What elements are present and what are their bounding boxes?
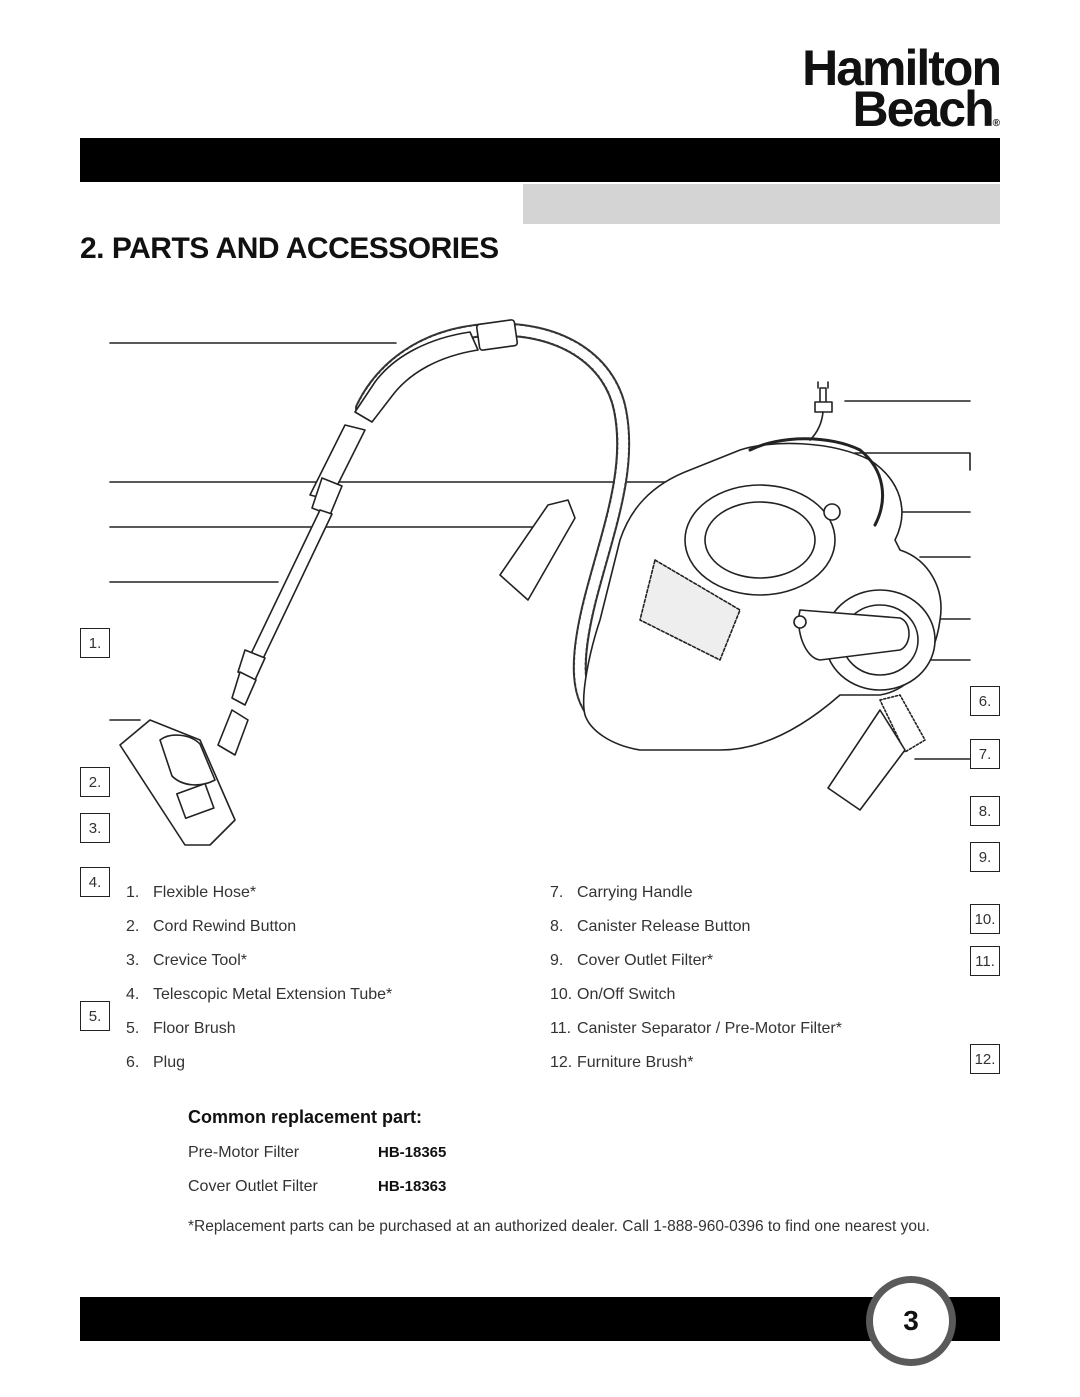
part-name: Pre-Motor Filter [188, 1144, 300, 1161]
header-bar [80, 138, 1000, 182]
item-number: 3. [126, 952, 140, 969]
footnote: *Replacement parts can be purchased at a… [188, 1218, 930, 1235]
hose-handle [354, 331, 479, 423]
page-number-badge: 3 [866, 1276, 956, 1366]
footer-bar [80, 1297, 1000, 1341]
item-number: 8. [550, 918, 564, 935]
part-code: HB-18365 [378, 1144, 447, 1161]
leader-line-7 [854, 452, 971, 471]
page-number: 3 [873, 1283, 949, 1359]
replacement-table: Pre-Motor Filter HB-18365 Cover Outlet F… [188, 1144, 446, 1212]
brush-cover [159, 734, 216, 786]
callout-9: 9. [970, 842, 1000, 872]
callout-10: 10. [970, 904, 1000, 934]
callout-8: 8. [970, 796, 1000, 826]
item-label: Cover Outlet Filter* [577, 952, 714, 969]
carry-handle [748, 437, 885, 527]
plug [814, 387, 833, 413]
callout-2: 2. [80, 767, 110, 797]
brand-line1: Hamilton [802, 40, 1002, 96]
brand-line2: Beach® [802, 84, 1000, 134]
parts-list-left: 1. Flexible Hose* 2. Cord Rewind Button 3.… [126, 884, 392, 1088]
crevice-tool [499, 499, 576, 601]
item-label: Furniture Brush* [577, 1054, 694, 1071]
item-label: On/Off Switch [577, 986, 676, 1003]
registered-mark: ® [992, 118, 1000, 129]
brush-body [119, 719, 236, 846]
part-name: Cover Outlet Filter [188, 1178, 318, 1195]
list-item: 1. Flexible Hose* [126, 884, 392, 918]
item-label: Canister Release Button [577, 918, 751, 935]
parts-list-right: 7. Carrying Handle 8. Canister Release But… [550, 884, 842, 1088]
item-number: 5. [126, 1020, 140, 1037]
callout-6: 6. [970, 686, 1000, 716]
item-number: 12. [550, 1054, 573, 1071]
item-label: Cord Rewind Button [153, 918, 297, 935]
furniture-brush-body [827, 709, 906, 811]
item-number: 10. [550, 986, 573, 1003]
hose-ribs [357, 324, 629, 725]
item-label: Plug [153, 1054, 186, 1071]
callout-4: 4. [80, 867, 110, 897]
item-number: 7. [550, 884, 564, 901]
list-item: 5. Floor Brush [126, 1020, 392, 1054]
callout-3: 3. [80, 813, 110, 843]
list-item: 2. Cord Rewind Button [126, 918, 392, 952]
vacuum-illustration [109, 319, 971, 846]
item-label: Crevice Tool* [153, 952, 247, 969]
brush-pedal [176, 782, 215, 820]
item-number: 11. [550, 1020, 572, 1037]
item-number: 6. [126, 1054, 140, 1071]
callout-12: 12. [970, 1044, 1000, 1074]
item-number: 1. [126, 884, 140, 901]
callout-7: 7. [970, 739, 1000, 769]
table-row: Pre-Motor Filter HB-18365 [188, 1144, 446, 1178]
item-label: Canister Separator / Pre-Motor Filter* [577, 1020, 842, 1037]
item-number: 2. [126, 918, 140, 935]
hose-coupler [475, 319, 519, 351]
list-item: 3. Crevice Tool* [126, 952, 392, 986]
item-label: Flexible Hose* [153, 884, 257, 901]
item-label: Telescopic Metal Extension Tube* [153, 986, 393, 1003]
header-sub-bar [523, 184, 1000, 224]
switch [793, 615, 807, 629]
list-item: 4. Telescopic Metal Extension Tube* [126, 986, 392, 1020]
tube-main [247, 509, 333, 666]
list-item: 8. Canister Release Button [550, 918, 842, 952]
list-item: 10.On/Off Switch [550, 986, 842, 1020]
brand-logo: Hamilton Beach® [802, 40, 1002, 134]
list-item: 6. Plug [126, 1054, 392, 1088]
release-button [823, 503, 841, 521]
item-label: Floor Brush [153, 1020, 236, 1037]
filter-mesh [639, 559, 741, 661]
part-code: HB-18363 [378, 1178, 447, 1195]
table-row: Cover Outlet Filter HB-18363 [188, 1178, 446, 1212]
item-number: 9. [550, 952, 564, 969]
item-label: Carrying Handle [577, 884, 693, 901]
brush-neck [217, 709, 249, 756]
list-item: 7. Carrying Handle [550, 884, 842, 918]
parts-diagram: 1. 2. 3. 4. 5. 6. 7. 8. 9. 10. 11. 12. [0, 300, 1080, 1074]
tube-end [231, 671, 257, 706]
list-item: 11. Canister Separator / Pre-Motor Filter… [550, 1020, 842, 1054]
replacement-heading: Common replacement part: [188, 1107, 423, 1127]
list-item: 9. Cover Outlet Filter* [550, 952, 842, 986]
callout-11: 11. [970, 946, 1000, 976]
separator-handle [797, 609, 910, 661]
list-item: 12.Furniture Brush* [550, 1054, 842, 1088]
furniture-brush-thread [879, 694, 926, 753]
callout-1: 1. [80, 628, 110, 658]
brand-line2-text: Beach [852, 81, 995, 137]
item-number: 4. [126, 986, 140, 1003]
callout-5: 5. [80, 1001, 110, 1031]
section-title: 2. PARTS AND ACCESSORIES [80, 232, 499, 265]
